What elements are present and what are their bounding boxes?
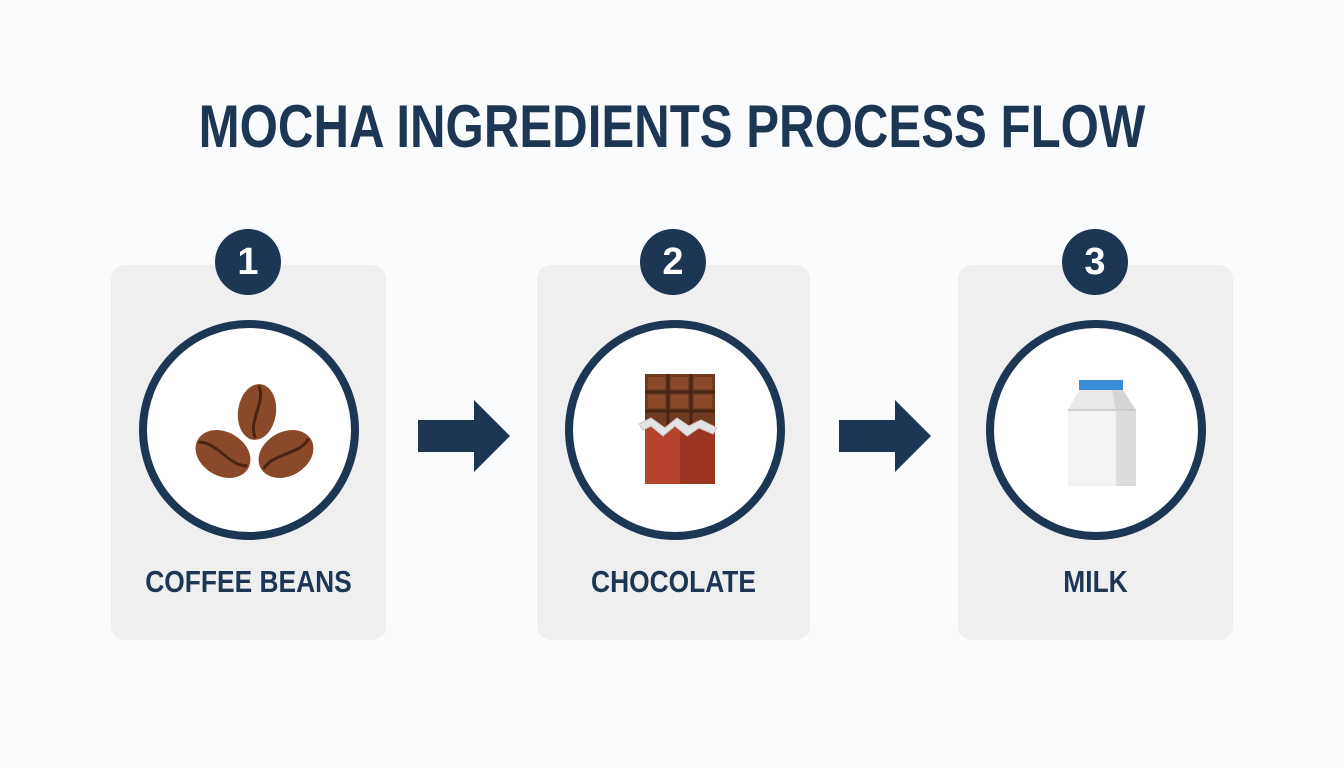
milk-carton-icon (1068, 380, 1136, 486)
icon-ring-coffee-beans (139, 320, 359, 540)
icon-ring-milk (986, 320, 1206, 540)
step-label-milk: MILK (1063, 564, 1128, 599)
step-number-badge-3: 3 (1062, 229, 1128, 295)
icon-ring-chocolate (565, 320, 785, 540)
step-label-chocolate: CHOCOLATE (591, 564, 756, 599)
flow-arrow-icon (839, 400, 931, 472)
coffee-beans-icon (195, 384, 314, 478)
step-label-coffee-beans: COFFEE BEANS (145, 564, 352, 599)
step-number-badge-1: 1 (215, 229, 281, 295)
diagram-title: MOCHA INGREDIENTS PROCESS FLOW (198, 93, 1146, 160)
step-number-badge-2: 2 (640, 229, 706, 295)
chocolate-bar-icon (638, 374, 718, 484)
flow-arrow-icon (418, 400, 510, 472)
